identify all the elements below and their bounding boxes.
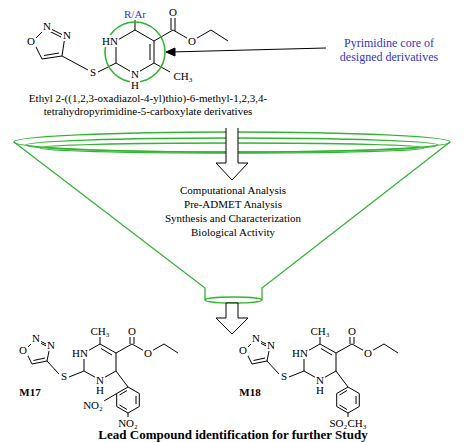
- substituent-label: R/Ar: [123, 8, 147, 20]
- atom-label: S: [60, 370, 68, 382]
- callout-label: Pyrimidine core of designed derivatives: [326, 36, 452, 65]
- compound-id: M18: [238, 386, 261, 398]
- atom-label: H: [95, 384, 105, 396]
- funnel-stage: Computational AnalysisPre-ADMET Analysis…: [12, 128, 454, 338]
- atom-label: HN: [71, 347, 89, 359]
- atom-label: O: [363, 347, 373, 359]
- compound-name: Ethyl 2-((1,2,3-oxadiazol-4-yl)thio)-6-m…: [16, 92, 280, 118]
- atom-label: CH₃: [172, 70, 193, 82]
- atom-label: N: [62, 29, 72, 41]
- caption: Lead Compound identification for further…: [0, 427, 466, 442]
- atom-label: O: [18, 344, 28, 356]
- atom-label: N: [266, 339, 276, 351]
- lead-structure-m17: [25, 336, 178, 417]
- stage-text: Synthesis and Characterization: [133, 211, 333, 225]
- atom-label: N: [31, 332, 41, 344]
- atom-label: O: [26, 35, 36, 47]
- atom-label: NO₂: [82, 399, 104, 411]
- lead-structure-m18: [245, 336, 398, 417]
- top-structure: [33, 18, 326, 82]
- atom-label: O: [168, 6, 178, 18]
- atom-label: O: [143, 347, 153, 359]
- atom-label: N: [251, 332, 261, 344]
- atom-label: S: [89, 66, 97, 78]
- atom-label: CH₃: [89, 325, 110, 337]
- atom-label: CH₃: [309, 325, 330, 337]
- atom-label: O: [127, 325, 137, 337]
- atom-label: H: [130, 79, 140, 91]
- atom-label: N: [42, 20, 52, 32]
- atom-label: HN: [291, 347, 309, 359]
- stage-text: Computational Analysis: [133, 183, 333, 197]
- atom-label: O: [187, 35, 197, 47]
- atom-label: O: [238, 344, 248, 356]
- atom-label: S: [280, 370, 288, 382]
- compound-id: M17: [18, 386, 41, 398]
- stage-text: Biological Activity: [133, 225, 333, 239]
- atom-label: N: [46, 339, 56, 351]
- atom-label: H: [315, 384, 325, 396]
- stage-list: Computational AnalysisPre-ADMET Analysis…: [133, 183, 333, 239]
- atom-label: HN: [101, 35, 119, 47]
- atom-label: O: [347, 325, 357, 337]
- stage-text: Pre-ADMET Analysis: [133, 197, 333, 211]
